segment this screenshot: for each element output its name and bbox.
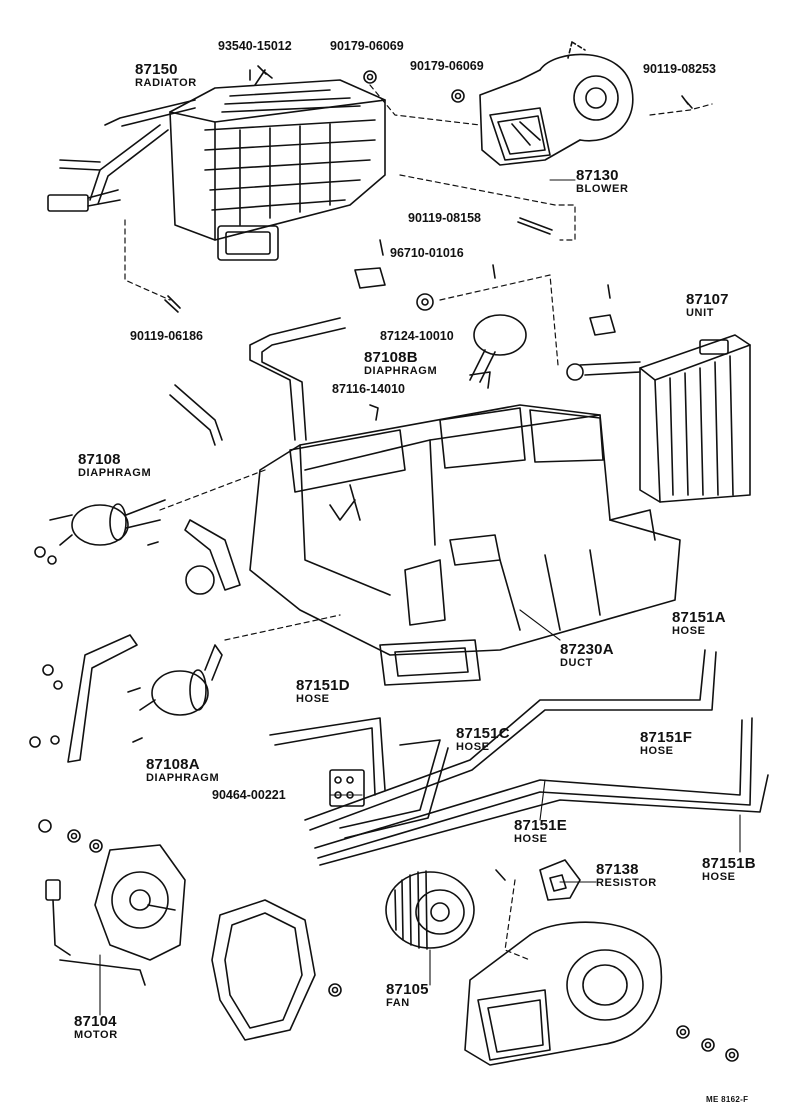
callout-hose-a: 87151A HOSE — [672, 610, 726, 637]
heater-case-drawing — [250, 405, 680, 685]
blower-drawing — [480, 42, 633, 165]
callout-hose-c: 87151C HOSE — [456, 726, 510, 753]
callout-hose-b: 87151B HOSE — [702, 856, 756, 883]
part-name: HOSE — [702, 871, 736, 883]
callout-hose-d: 87151D HOSE — [296, 678, 350, 705]
part-number-label: 87116-14010 — [332, 382, 405, 396]
part-number: 87105 — [386, 981, 429, 998]
callout-diaphragm-b: 87108B DIAPHRAGM — [364, 350, 437, 377]
callout-hose-e: 87151E HOSE — [514, 818, 567, 845]
fasteners-drawing — [30, 66, 738, 1061]
callout-hose-f: 87151F HOSE — [640, 730, 692, 757]
part-number: 87108A — [146, 756, 200, 773]
part-name: HOSE — [456, 741, 490, 753]
gasket-drawing — [212, 900, 315, 1040]
callout-resistor: 87138 RESISTOR — [596, 862, 657, 889]
part-name: DIAPHRAGM — [364, 365, 438, 377]
diaphragm-87108-drawing — [50, 500, 165, 545]
heater-core-drawing — [567, 335, 750, 502]
part-name: DIAPHRAGM — [78, 467, 152, 479]
part-number-label: 90119-08253 — [643, 62, 716, 76]
part-number: 87150 — [135, 61, 178, 78]
resistor-drawing — [540, 860, 580, 900]
part-number: 87151A — [672, 609, 726, 626]
part-number: 87107 — [686, 291, 729, 308]
part-name: HOSE — [672, 625, 706, 637]
part-name: DUCT — [560, 657, 593, 669]
part-name: DIAPHRAGM — [146, 772, 220, 784]
diaphragm-87108a-drawing — [140, 645, 222, 715]
part-number: 87104 — [74, 1013, 117, 1030]
part-number: 87151E — [514, 817, 567, 834]
callout-radiator: 87150 RADIATOR — [135, 62, 197, 89]
part-number: 87151C — [456, 725, 510, 742]
bracket-drawing — [68, 268, 615, 762]
callout-leaders — [100, 180, 740, 1015]
diaphragm-87108b-drawing — [470, 315, 526, 388]
part-name: UNIT — [686, 307, 715, 319]
part-number-label: 90179-06069 — [330, 39, 404, 53]
part-number-label: 90119-08158 — [408, 211, 481, 225]
part-number: 87108 — [78, 451, 121, 468]
part-name: HOSE — [640, 745, 674, 757]
callout-diaphragm-a: 87108A DIAPHRAGM — [146, 757, 219, 784]
part-name: FAN — [386, 997, 410, 1009]
callout-unit: 87107 UNIT — [686, 292, 729, 319]
part-number: 87151F — [640, 729, 693, 746]
part-number: 87230A — [560, 641, 614, 658]
callout-blower: 87130 BLOWER — [576, 168, 628, 195]
callout-fan: 87105 FAN — [386, 982, 429, 1009]
part-number: 87130 — [576, 167, 619, 184]
part-name: HOSE — [296, 693, 330, 705]
part-number-label: 93540-15012 — [218, 39, 292, 53]
part-number-label: 90464-00221 — [212, 788, 286, 802]
part-name: RESISTOR — [596, 877, 657, 889]
part-number: 87151B — [702, 855, 756, 872]
radiator-drawing — [48, 70, 385, 260]
part-number-label: 90179-06069 — [410, 59, 484, 73]
lower-blower-housing-drawing — [465, 922, 661, 1065]
part-number-label: 90119-06186 — [130, 329, 203, 343]
part-number: 87138 — [596, 861, 639, 878]
motor-drawing — [46, 845, 185, 985]
callout-duct: 87230A DUCT — [560, 642, 614, 669]
part-name: BLOWER — [576, 183, 629, 195]
part-number-label: 87124-10010 — [380, 329, 454, 343]
hoses-drawing — [170, 318, 768, 865]
part-number: 87151D — [296, 677, 350, 694]
callout-diaphragm: 87108 DIAPHRAGM — [78, 452, 151, 479]
part-number: 87108B — [364, 349, 418, 366]
part-name: HOSE — [514, 833, 548, 845]
part-name: RADIATOR — [135, 77, 197, 89]
leader-lines — [125, 85, 712, 960]
callout-motor: 87104 MOTOR — [74, 1014, 118, 1041]
part-name: MOTOR — [74, 1029, 118, 1041]
figure-code: ME 8162-F — [706, 1095, 749, 1104]
fan-drawing — [386, 871, 474, 949]
part-number-label: 96710-01016 — [390, 246, 464, 260]
